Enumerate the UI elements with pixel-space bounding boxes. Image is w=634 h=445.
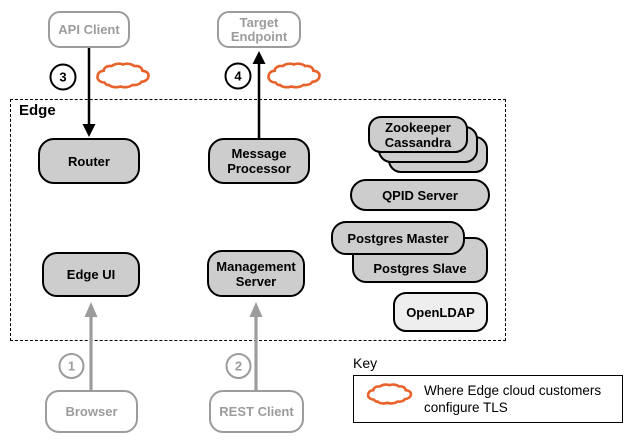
node-rest-client: REST Client [209,390,304,433]
node-postgres-slave-label: Postgres Slave [373,261,467,276]
node-target-endpoint-label: Target Endpoint [230,14,288,44]
node-qpid-server-label: QPID Server [382,187,458,203]
step-marker-1-circle [58,353,85,379]
node-openldap: OpenLDAP [393,292,488,332]
step-marker-1-number: 1 [68,359,75,374]
key-title: Key [353,355,378,371]
node-rest-client-label: REST Client [219,404,294,419]
node-message-processor-label: Message Processor [227,146,291,176]
node-management-server-label: Management Server [216,258,296,289]
key-description-line2: configure TLS [424,400,508,415]
node-edge-ui: Edge UI [42,252,140,297]
node-target-endpoint: Target Endpoint [217,11,301,48]
key-description-line1: Where Edge cloud customers [424,383,602,398]
node-zookeeper-cassandra: Zookeeper Cassandra [368,116,468,153]
node-browser-label: Browser [65,404,118,419]
node-router: Router [38,138,140,184]
node-management-server: Management Server [207,250,305,297]
node-zookeeper-label: Zookeeper [385,119,451,135]
node-postgres-master: Postgres Master [331,221,465,255]
node-edge-ui-label: Edge UI [66,267,116,282]
step-marker-3-number: 3 [59,70,66,85]
step-marker-4-circle [224,62,252,90]
tls-cloud-icon-step3 [96,62,150,89]
node-router-label: Router [68,153,110,169]
step-marker-2-number: 2 [235,359,242,374]
node-postgres-master-label: Postgres Master [347,230,449,246]
node-cassandra-label: Cassandra [384,134,452,150]
arrowhead-up-target-endpoint [252,51,266,64]
node-qpid-server: QPID Server [350,179,490,211]
node-api-client: API Client [48,11,130,48]
step-marker-4-number: 4 [234,69,242,84]
edge-container-label: Edge [19,102,56,119]
node-api-client-label: API Client [58,22,120,37]
step-marker-2-circle [225,353,252,379]
step-marker-3-circle [49,63,77,91]
node-message-processor: Message Processor [208,138,310,184]
node-browser: Browser [45,390,138,433]
tls-cloud-icon-step4 [267,62,321,89]
node-openldap-label: OpenLDAP [406,304,475,320]
key-legend-box: Where Edge cloud customers configure TLS [353,375,623,423]
